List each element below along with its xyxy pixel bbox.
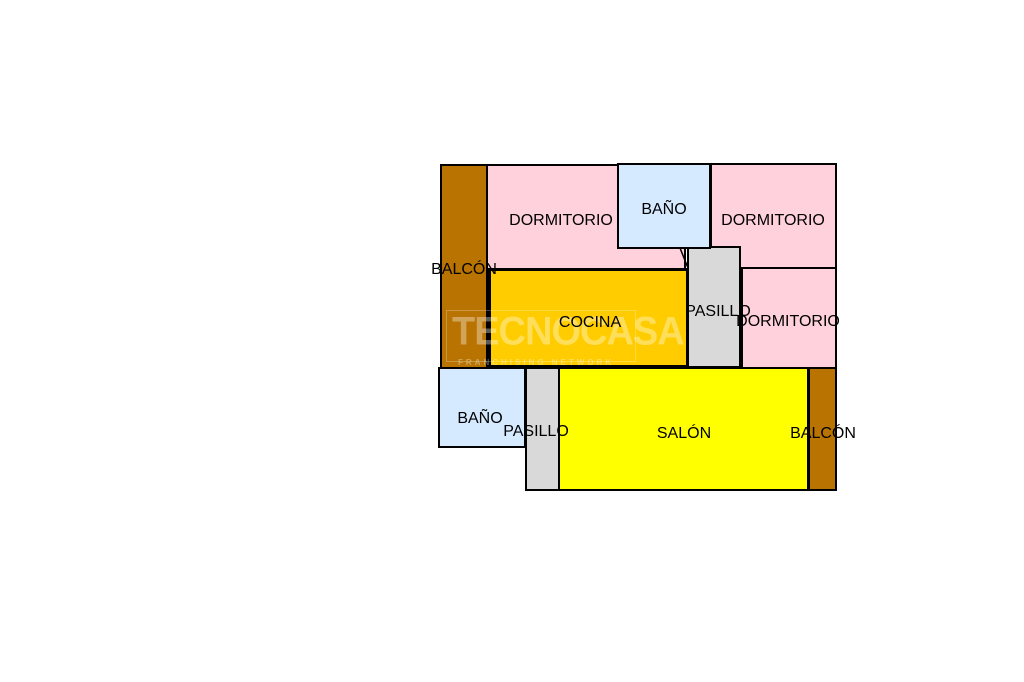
label-salon: SALÓN [656, 425, 712, 442]
bano-room-bottom [438, 367, 526, 448]
cocina-room [488, 268, 689, 368]
label-balcon-left: BALCÓN [431, 261, 497, 278]
label-bano-bottom: BAÑO [457, 410, 503, 427]
label-pasillo-top: PASILLO [685, 303, 751, 320]
bano-room-top [617, 163, 711, 249]
label-bano-top: BAÑO [641, 201, 687, 218]
pasillo-room-top [687, 246, 741, 368]
label-dormitorio-1: DORMITORIO [509, 212, 613, 229]
salon-room [558, 367, 809, 491]
label-dormitorio-2: DORMITORIO [721, 212, 825, 229]
balcon-room-right [808, 367, 837, 491]
label-balcon-right: BALCÓN [790, 425, 856, 442]
label-dormitorio-3: DORMITORIO [736, 313, 840, 330]
pasillo-room-bottom [525, 367, 561, 491]
label-cocina: COCINA [558, 314, 622, 331]
label-pasillo-bottom: PASILLO [503, 423, 569, 440]
